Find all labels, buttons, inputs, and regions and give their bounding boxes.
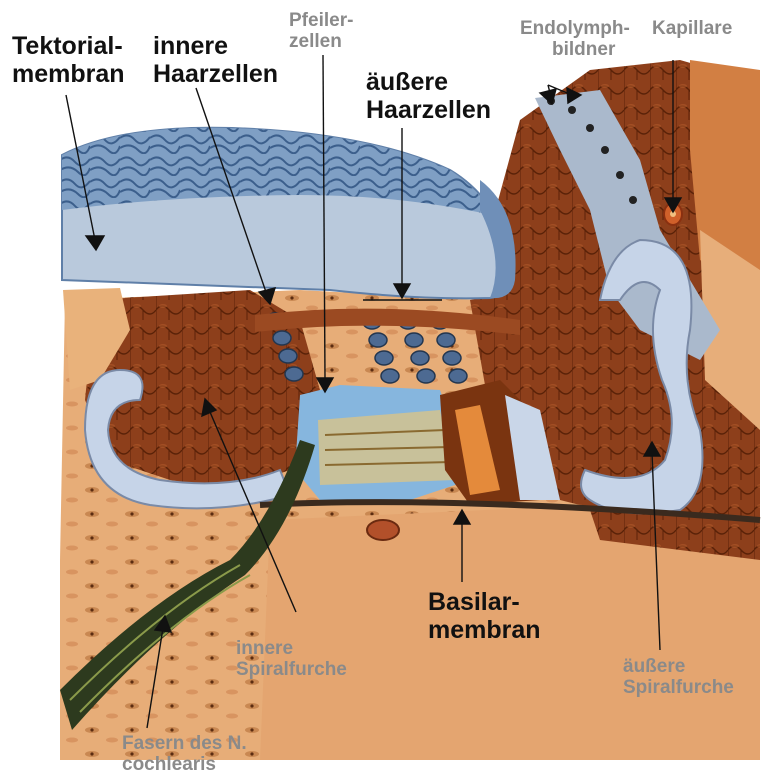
label-pfeilerzellen: Pfeiler- zellen	[289, 10, 353, 53]
label-kapillare: Kapillare	[652, 18, 732, 39]
label-fasern-des-n-cochlearis: Fasern des N. cochlearis	[122, 733, 247, 776]
label-endolymphbildner: Endolymph- bildner	[520, 18, 630, 61]
label-aeussere-spiralfurche: äußere Spiralfurche	[623, 656, 734, 699]
label-tektorialmembran: Tektorial- membran	[12, 32, 125, 88]
label-basilarmembran: Basilar- membran	[428, 588, 541, 644]
label-innere-spiralfurche: innere Spiralfurche	[236, 638, 347, 681]
label-aeussere-haarzellen: äußere Haarzellen	[366, 68, 491, 124]
label-innere-haarzellen: innere Haarzellen	[153, 32, 278, 88]
